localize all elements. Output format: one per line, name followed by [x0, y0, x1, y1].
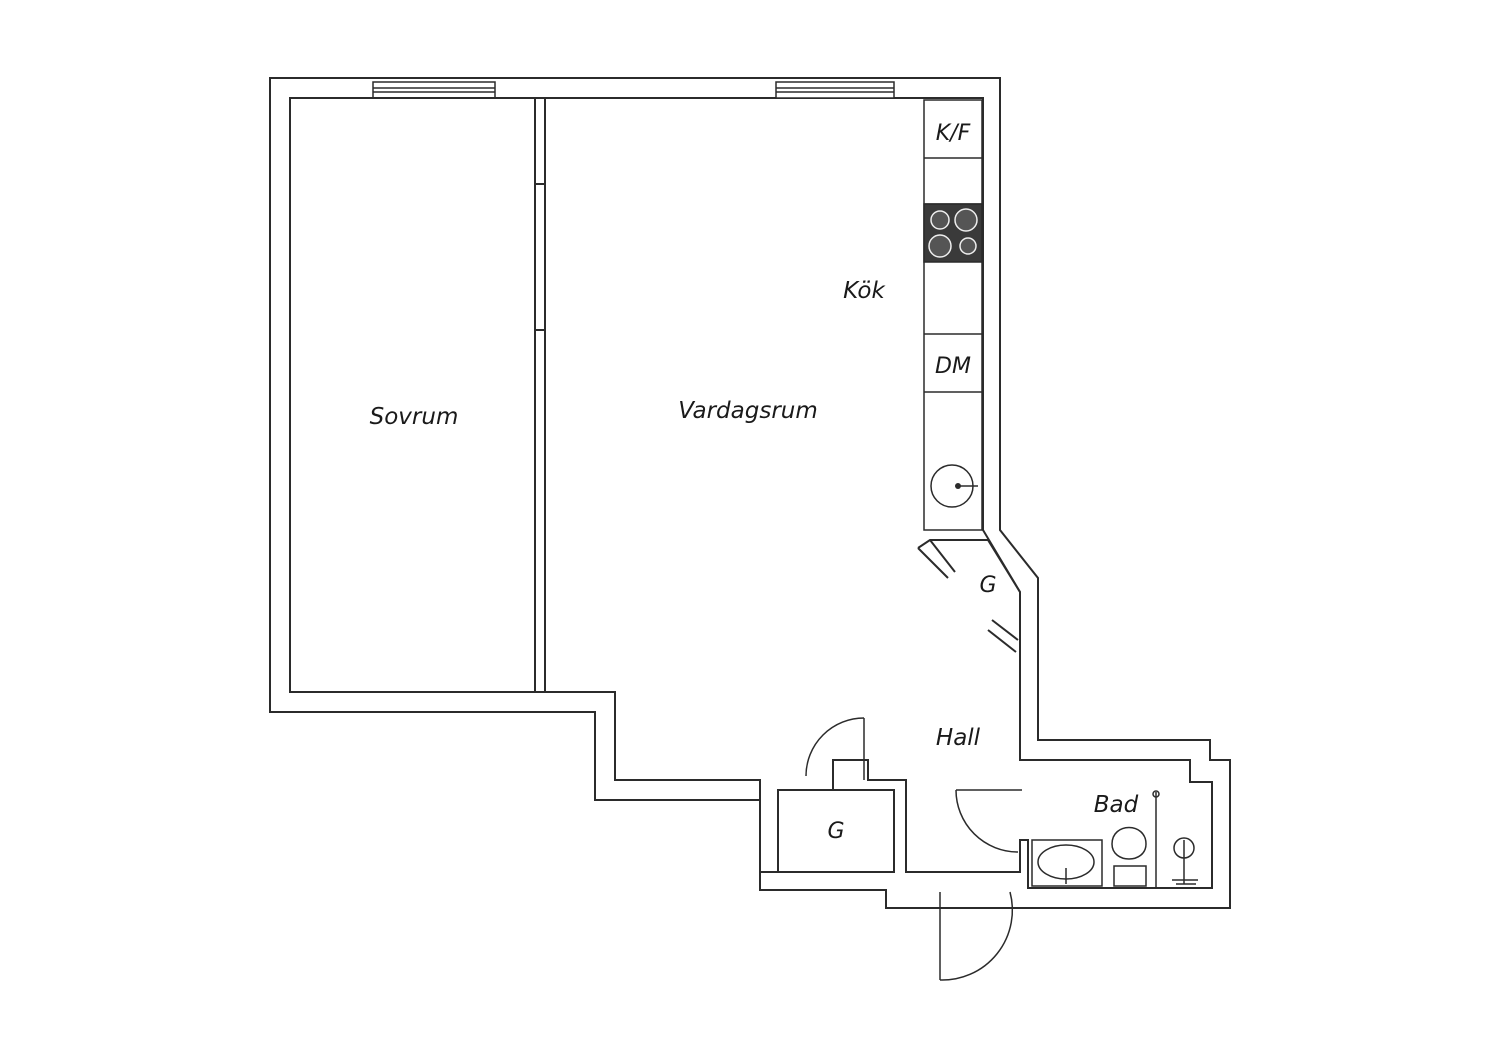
inner-wall	[290, 97, 1213, 889]
entrance-door-arc	[939, 891, 1014, 981]
partition-upper	[534, 97, 546, 185]
room-label-bad: Bad	[1094, 792, 1139, 818]
partition-lower	[534, 329, 546, 693]
kitchen-closet-walls	[917, 539, 1021, 653]
closet-label-hall: G	[827, 819, 844, 844]
bath-door-arc	[955, 789, 1019, 853]
room-label-sovrum: Sovrum	[370, 404, 459, 430]
room-label-kok: Kök	[843, 278, 886, 304]
appliance-label-kf: K/F	[936, 121, 971, 146]
outer-wall	[269, 77, 1231, 909]
closet-label-kitchen: G	[979, 573, 996, 598]
kitchen-sink-icon	[930, 464, 978, 508]
bedroom-walls	[289, 97, 536, 693]
hall-closet	[777, 789, 895, 873]
bathroom-sink-icon	[1031, 839, 1103, 887]
window-living	[775, 81, 895, 99]
room-label-hall: Hall	[936, 725, 981, 751]
appliance-label-dm: DM	[935, 354, 971, 379]
toilet-icon	[1111, 826, 1147, 887]
closet-door-arc	[805, 717, 865, 777]
room-label-vardagsrum: Vardagsrum	[678, 398, 818, 424]
kitchen-counter	[923, 99, 983, 531]
window-bedroom	[372, 81, 496, 99]
stove-icon	[923, 203, 983, 263]
shower-icon	[1152, 790, 1198, 888]
